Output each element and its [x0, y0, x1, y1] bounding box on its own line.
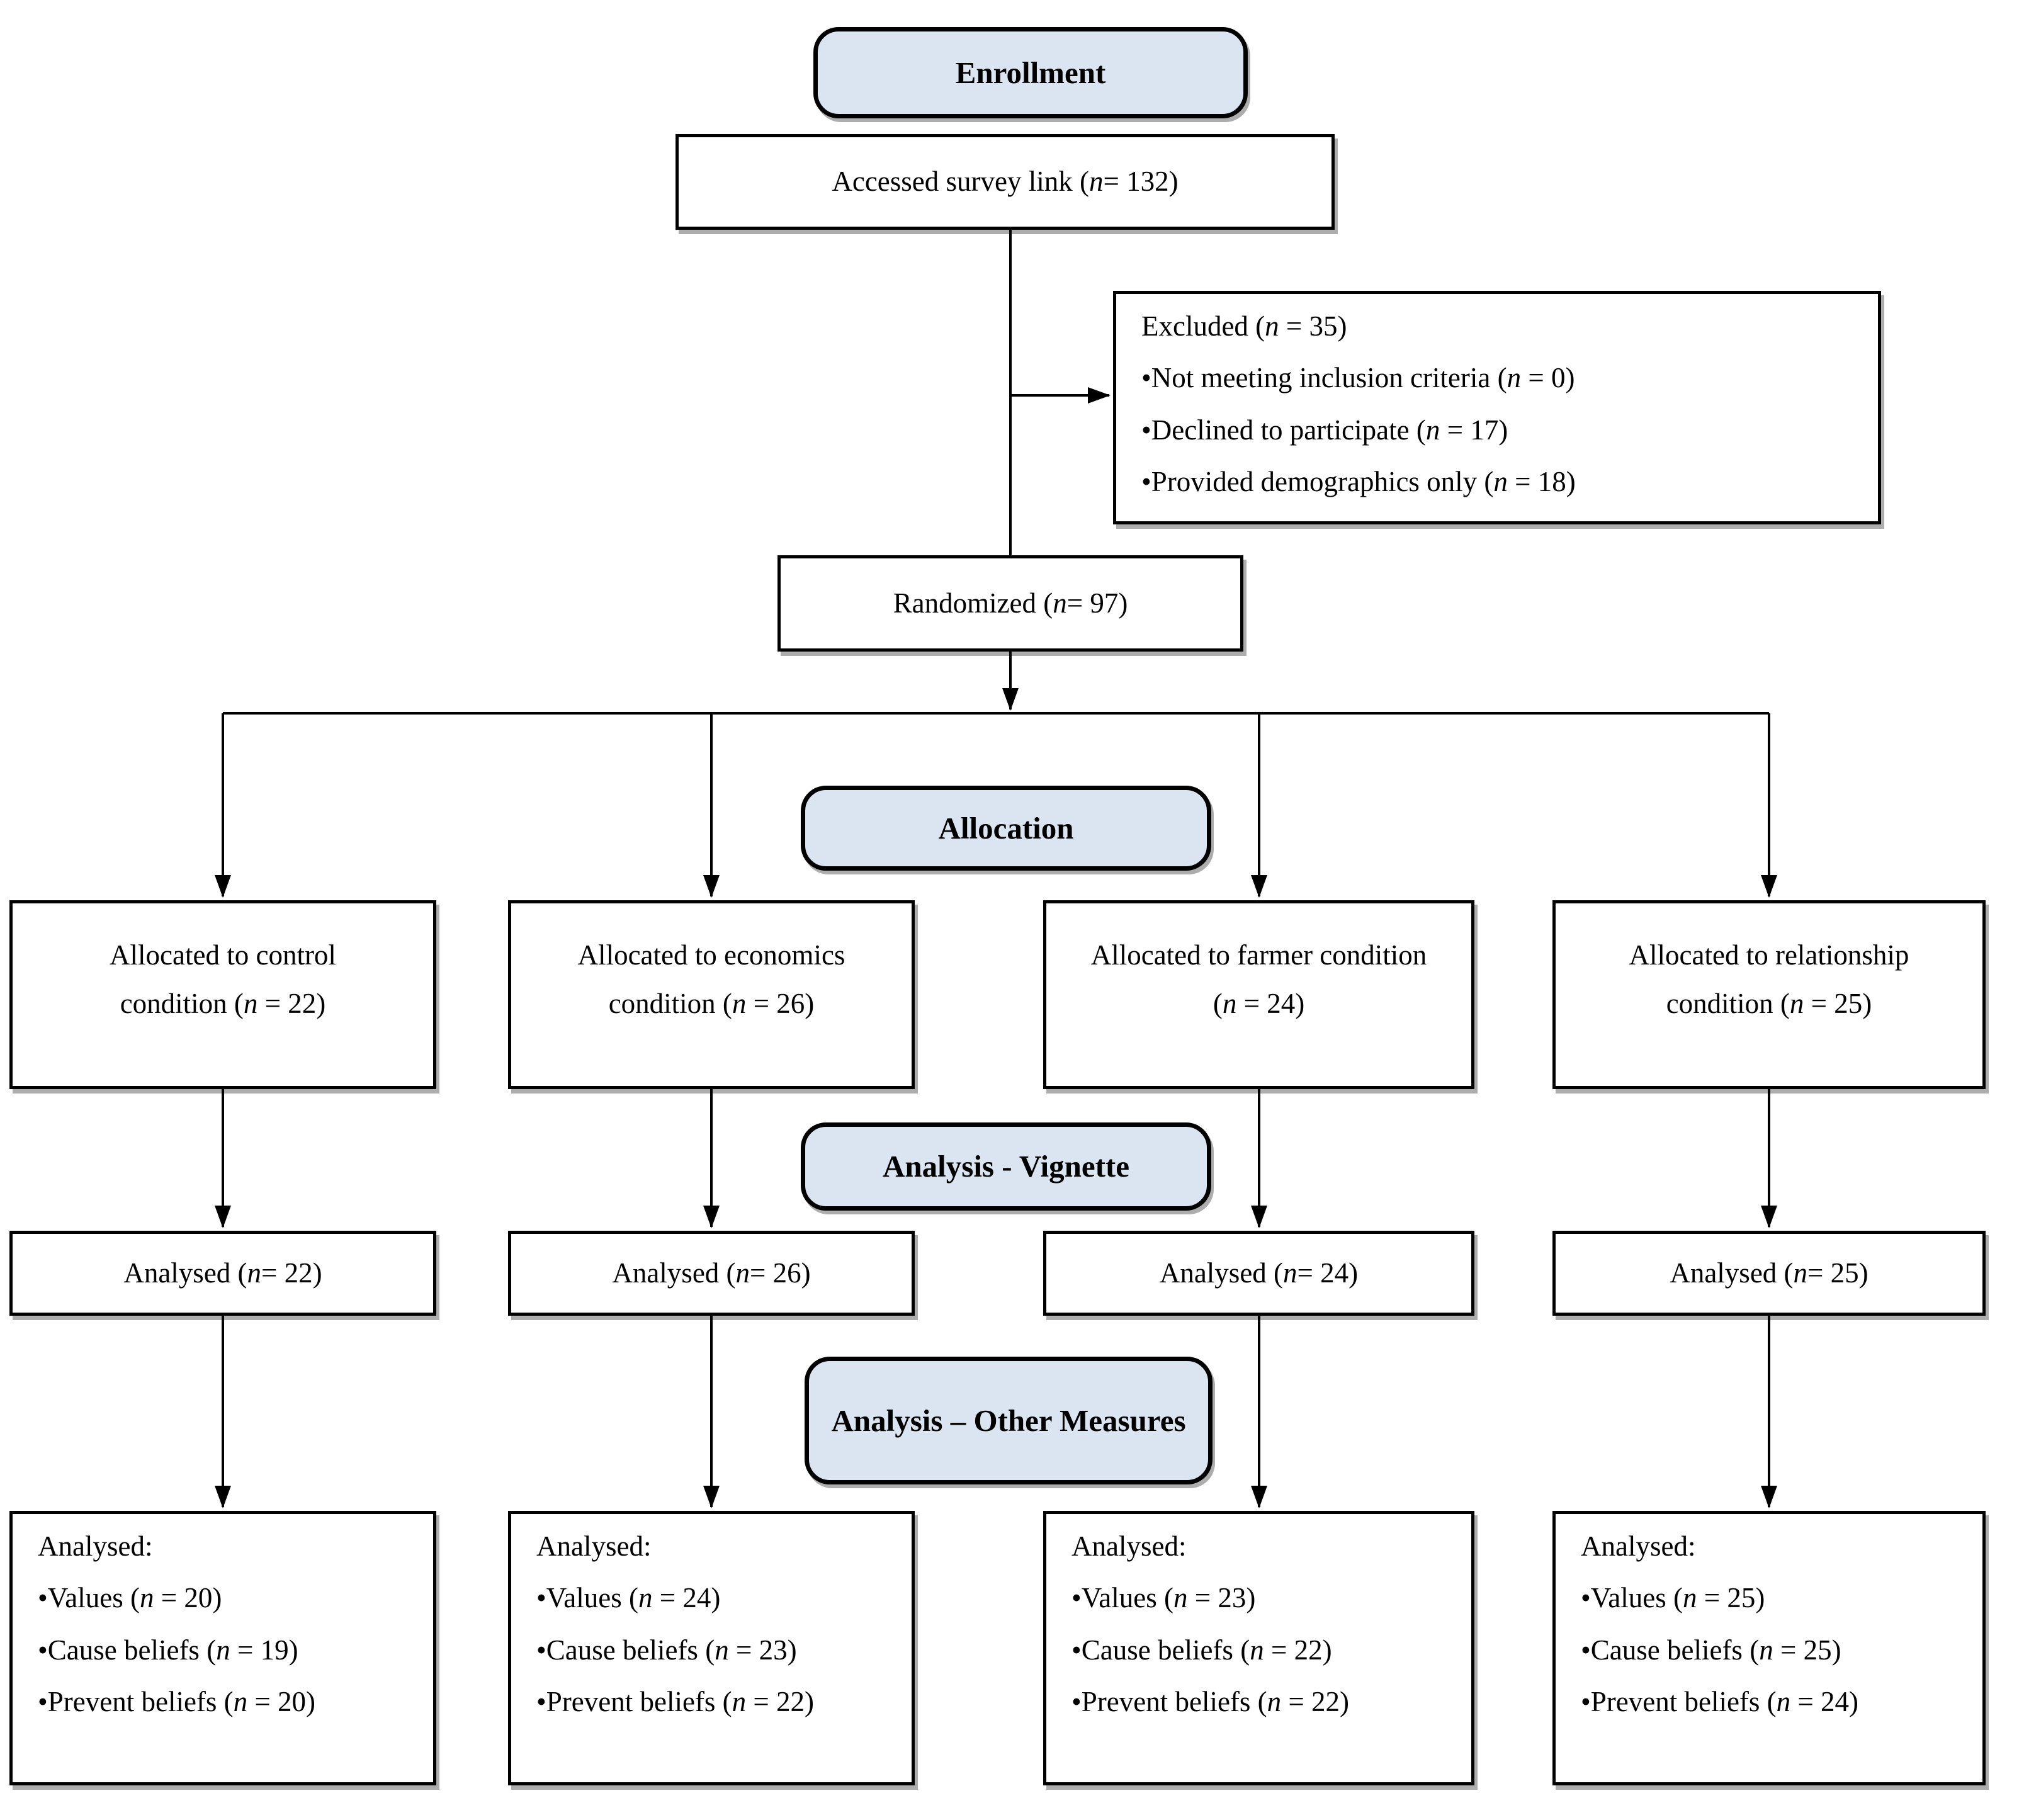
other-analysed-title: Analysed:	[1071, 1530, 1187, 1562]
vignette-analysed-box-control: Analysed (n = 22)	[9, 1231, 436, 1316]
other-analysed-box-farmer: Analysed: Values (n = 23)Cause beliefs (…	[1043, 1511, 1474, 1785]
list-item: Values (n = 23)	[1071, 1572, 1454, 1624]
other-analysed-box-relationship: Analysed: Values (n = 25)Cause beliefs (…	[1552, 1511, 1986, 1785]
analysis-vignette-header: Analysis - Vignette	[801, 1122, 1211, 1211]
other-analysed-box-control: Analysed: Values (n = 20)Cause beliefs (…	[9, 1511, 436, 1785]
analysis-other-measures-header: Analysis – Other Measures	[805, 1357, 1213, 1484]
other-analysed-list: Values (n = 25)Cause beliefs (n = 25)Pre…	[1581, 1572, 1965, 1727]
other-analysed-title: Analysed:	[38, 1530, 153, 1562]
other-analysed-list: Values (n = 24)Cause beliefs (n = 23)Pre…	[536, 1572, 894, 1727]
list-item: Values (n = 25)	[1581, 1572, 1965, 1624]
accessed-survey-link-box: Accessed survey link (n = 132)	[676, 134, 1335, 230]
allocation-header: Allocation	[801, 786, 1211, 871]
list-item: Cause beliefs (n = 22)	[1071, 1624, 1454, 1676]
list-item: Values (n = 20)	[38, 1572, 416, 1624]
allocation-box-economics: Allocated to economics condition (n = 26…	[508, 900, 915, 1089]
list-item: Prevent beliefs (n = 22)	[1071, 1676, 1454, 1727]
list-item: Declined to participate (n = 17)	[1141, 404, 1860, 456]
list-item: Cause beliefs (n = 19)	[38, 1624, 416, 1676]
vignette-analysed-box-economics: Analysed (n = 26)	[508, 1231, 915, 1316]
allocation-box-relationship-label: Allocated to relationship condition (n =…	[1629, 939, 1909, 1020]
excluded-title: Excluded (n = 35)	[1141, 310, 1347, 342]
other-analysed-box-economics: Analysed: Values (n = 24)Cause beliefs (…	[508, 1511, 915, 1785]
allocation-box-farmer: Allocated to farmer condition (n = 24)	[1043, 900, 1474, 1089]
excluded-box: Excluded (n = 35) Not meeting inclusion …	[1113, 291, 1881, 524]
list-item: Prevent beliefs (n = 22)	[536, 1676, 894, 1727]
list-item: Cause beliefs (n = 23)	[536, 1624, 894, 1676]
other-analysed-list: Values (n = 20)Cause beliefs (n = 19)Pre…	[38, 1572, 416, 1727]
allocation-box-economics-label: Allocated to economics condition (n = 26…	[577, 939, 845, 1020]
excluded-reasons-list: Not meeting inclusion criteria (n = 0)De…	[1141, 352, 1860, 507]
allocation-box-control: Allocated to control condition (n = 22)	[9, 900, 436, 1089]
list-item: Prevent beliefs (n = 20)	[38, 1676, 416, 1727]
list-item: Provided demographics only (n = 18)	[1141, 456, 1860, 507]
other-analysed-title: Analysed:	[1581, 1530, 1696, 1562]
vignette-analysed-box-farmer: Analysed (n = 24)	[1043, 1231, 1474, 1316]
allocation-box-control-label: Allocated to control condition (n = 22)	[110, 939, 336, 1020]
other-analysed-list: Values (n = 23)Cause beliefs (n = 22)Pre…	[1071, 1572, 1454, 1727]
other-analysed-title: Analysed:	[536, 1530, 652, 1562]
allocation-box-relationship: Allocated to relationship condition (n =…	[1552, 900, 1986, 1089]
list-item: Prevent beliefs (n = 24)	[1581, 1676, 1965, 1727]
list-item: Cause beliefs (n = 25)	[1581, 1624, 1965, 1676]
allocation-box-farmer-label: Allocated to farmer condition (n = 24)	[1090, 939, 1427, 1020]
randomized-box: Randomized (n = 97)	[777, 555, 1243, 652]
list-item: Values (n = 24)	[536, 1572, 894, 1624]
list-item: Not meeting inclusion criteria (n = 0)	[1141, 352, 1860, 404]
vignette-analysed-box-relationship: Analysed (n = 25)	[1552, 1231, 1986, 1316]
enrollment-header: Enrollment	[813, 27, 1248, 118]
